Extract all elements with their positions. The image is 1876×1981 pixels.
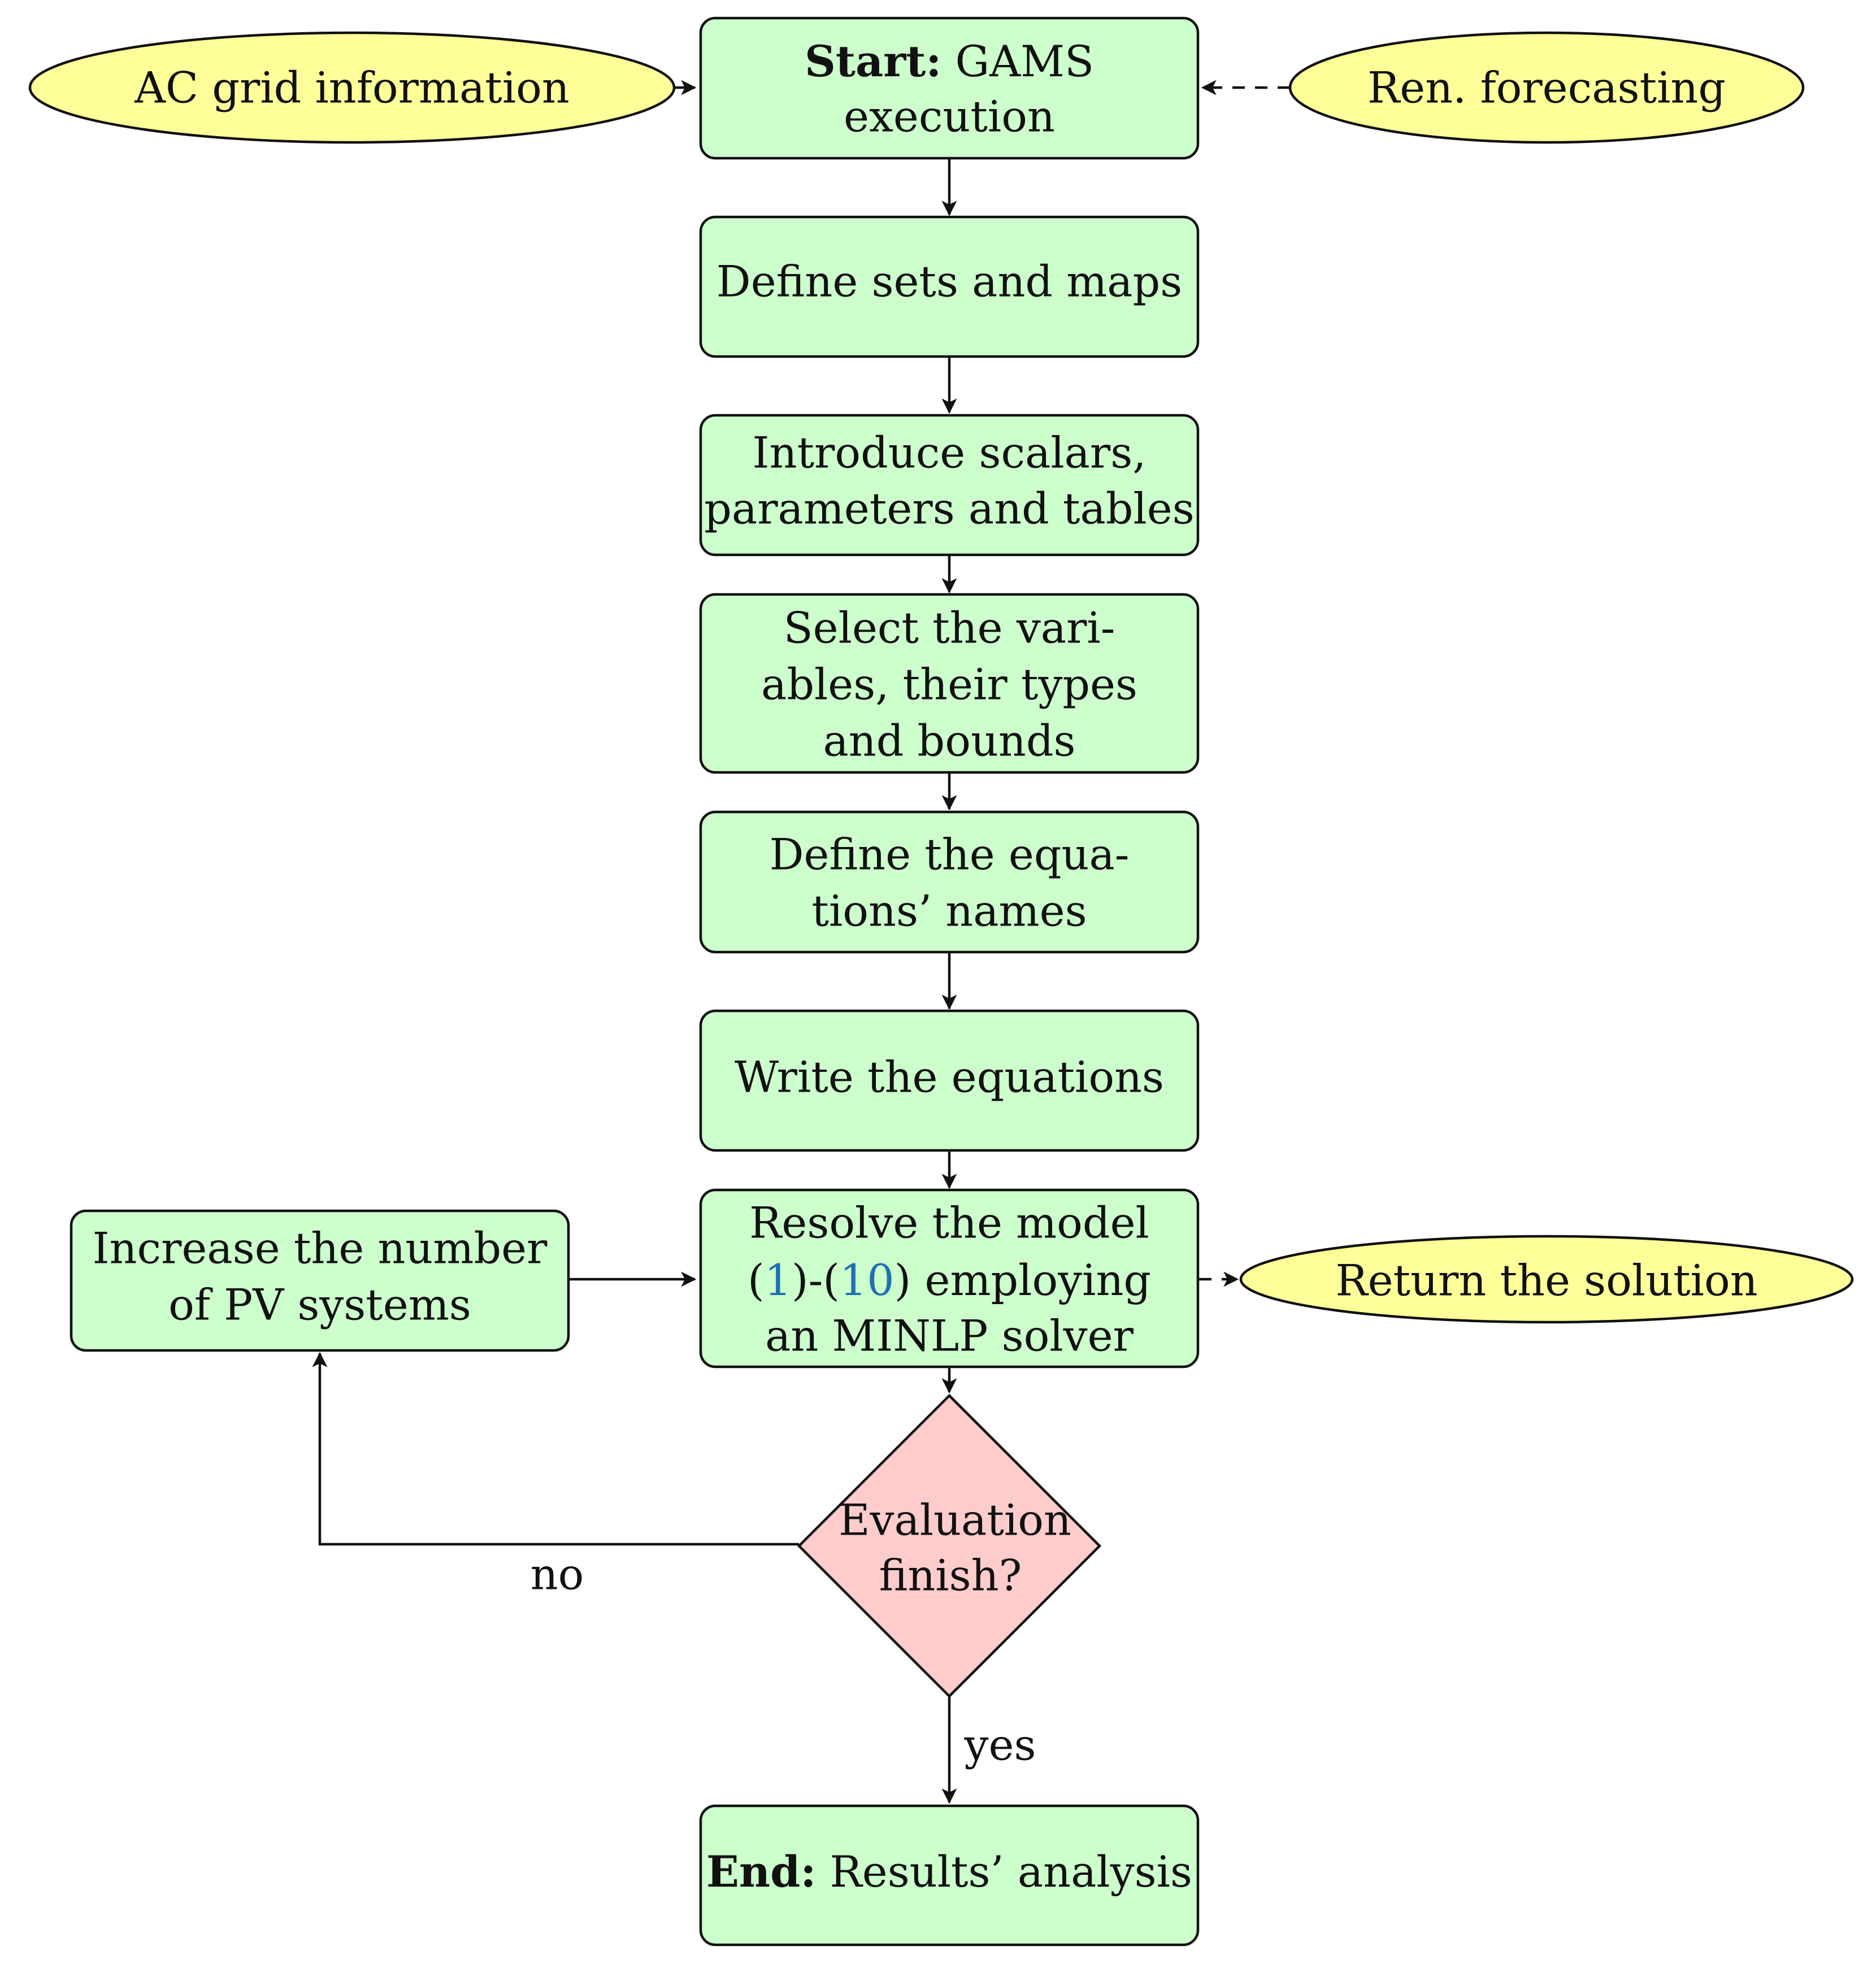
edge-label-no: no (531, 1549, 584, 1600)
step-resolve-line1: Resolve the model (749, 1198, 1149, 1248)
resolve-paren-mid: )-( (792, 1255, 840, 1305)
step-resolve-line3: an MINLP solver (765, 1311, 1134, 1361)
step-select-line2: ables, their types (761, 659, 1137, 710)
step-increase-line2: of PV systems (168, 1280, 471, 1330)
step-increase-line1: Increase the number (93, 1223, 548, 1274)
input-ac-grid-label: AC grid information (134, 63, 570, 113)
step-resolve-line2: (1)-(10) employing (748, 1255, 1151, 1305)
step-select-line1: Select the vari- (784, 603, 1115, 653)
step-select-variables: Select the vari- ables, their types and … (699, 593, 1200, 774)
start-node: Start: GAMS execution (699, 16, 1200, 160)
step-define-eq-line2: tions’ names (811, 886, 1087, 936)
start-rest-label: GAMS (941, 36, 1094, 86)
edges (312, 80, 1290, 1804)
step-write-equations: Write the equations (699, 1009, 1200, 1152)
end-node: End: Results’ analysis (699, 1804, 1200, 1947)
resolve-paren-close: ) employing (894, 1255, 1151, 1305)
equation-ref-10-link[interactable]: 10 (840, 1255, 894, 1305)
output-return-solution: Return the solution (1239, 1235, 1854, 1324)
start-node-line1: Start: GAMS (805, 36, 1094, 86)
decision-line2: finish? (879, 1550, 1022, 1601)
step-select-line3: and bounds (823, 716, 1075, 766)
decision-line1: Evaluation (839, 1495, 1071, 1545)
start-node-line2: execution (844, 92, 1055, 142)
step-introduce-line2: parameters and tables (704, 484, 1195, 534)
step-define-eq-line1: Define the equa- (770, 829, 1130, 880)
end-bold-label: End: (706, 1847, 816, 1897)
step-define-equations: Define the equa- tions’ names (699, 810, 1200, 954)
input-ac-grid: AC grid information (28, 31, 676, 144)
step-resolve-model: Resolve the model (1)-(10) employing an … (699, 1188, 1200, 1369)
step-introduce-line1: Introduce scalars, (753, 428, 1147, 478)
step-define-sets: Define sets and maps (699, 215, 1200, 358)
edge-decision-no-to-increase (312, 1352, 799, 1546)
step-introduce: Introduce scalars, parameters and tables (699, 414, 1200, 557)
equation-ref-1-link[interactable]: 1 (765, 1255, 792, 1305)
resolve-paren-open: ( (748, 1255, 765, 1305)
step-increase-pv: Increase the number of PV systems (70, 1209, 570, 1352)
input-ren-forecasting-label: Ren. forecasting (1367, 63, 1726, 113)
step-write-equations-label: Write the equations (735, 1052, 1164, 1102)
start-bold-label: Start: (805, 36, 941, 86)
output-return-solution-label: Return the solution (1335, 1255, 1757, 1306)
end-node-label: End: Results’ analysis (706, 1847, 1192, 1897)
edge-label-yes: yes (964, 1720, 1036, 1770)
decision-evaluation: Evaluation finish? (797, 1393, 1102, 1698)
input-ren-forecasting: Ren. forecasting (1288, 31, 1805, 144)
end-rest-label: Results’ analysis (816, 1847, 1192, 1897)
step-define-sets-label: Define sets and maps (716, 257, 1182, 307)
